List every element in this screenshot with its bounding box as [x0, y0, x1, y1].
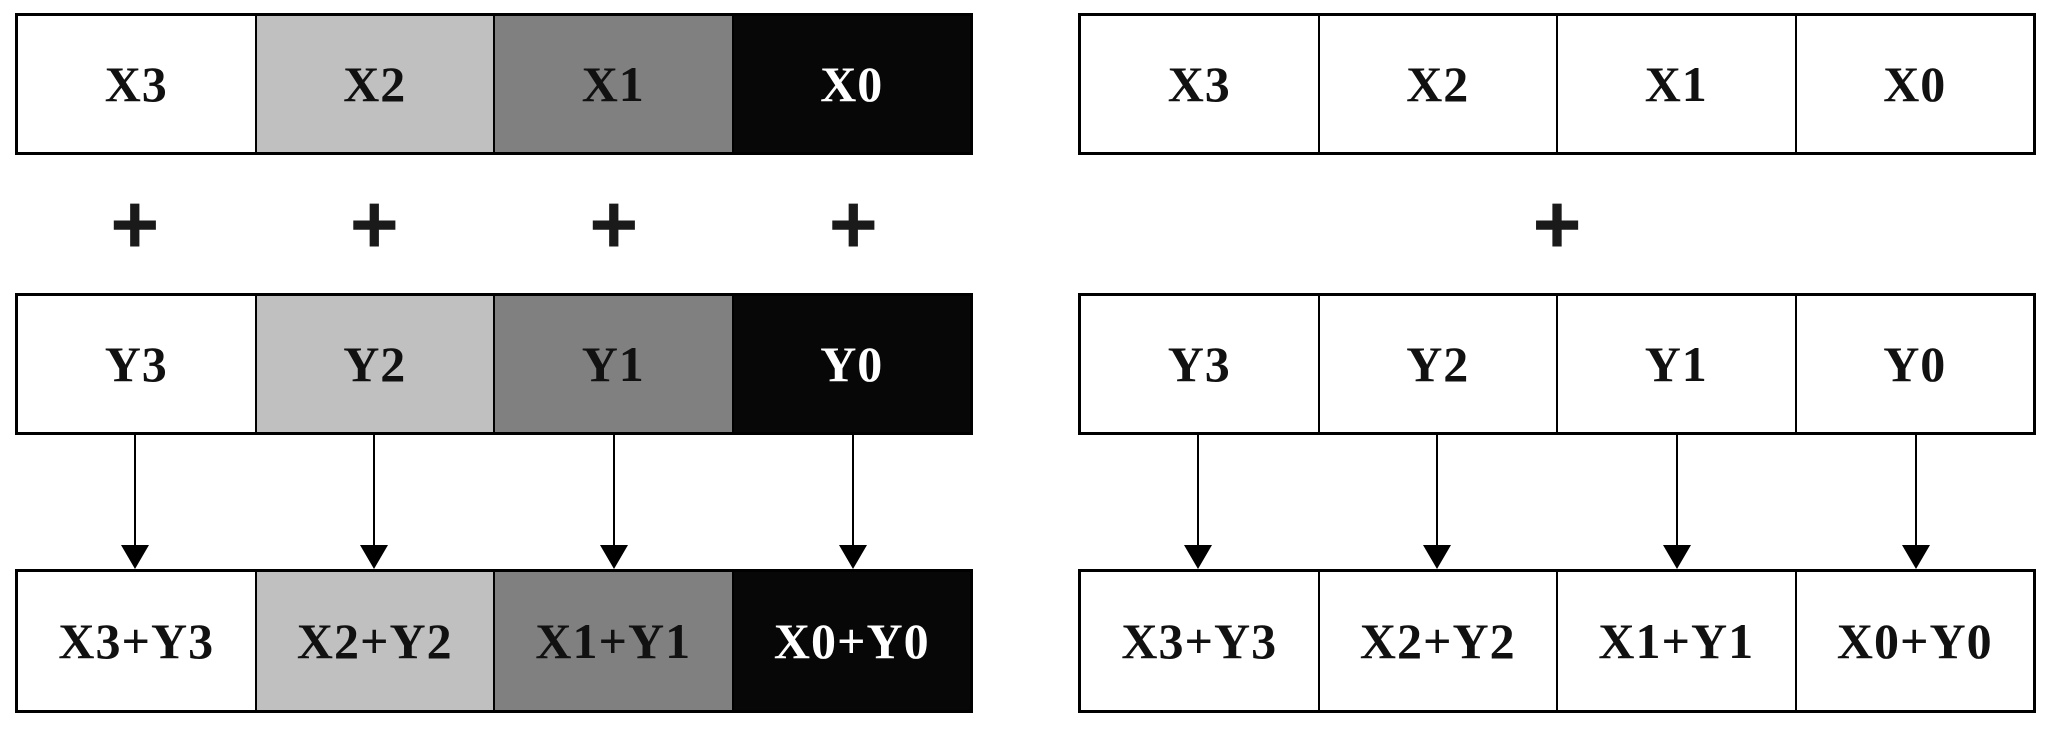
cell-x2-plus-y2: X2+Y2	[1317, 572, 1556, 710]
cell-x3: X3	[1081, 16, 1318, 152]
cell-y0: Y0	[731, 296, 970, 432]
down-arrow-icon	[494, 435, 734, 569]
arrow-shaft	[1436, 435, 1439, 545]
plus-icon: +	[589, 177, 639, 271]
down-arrow-icon	[255, 435, 495, 569]
cell-y2: Y2	[254, 296, 493, 432]
arrow-shaft	[1675, 435, 1678, 545]
cell-x0: X0	[731, 16, 970, 152]
down-arrow-icon	[1557, 435, 1797, 569]
down-arrow-icon	[1318, 435, 1558, 569]
cell-x2: X2	[1317, 16, 1556, 152]
cell-x1: X1	[1556, 16, 1795, 152]
plus-col: +	[1078, 155, 2036, 293]
arrow-head	[1183, 545, 1212, 569]
plus-col: +	[15, 155, 255, 293]
cell-x2-plus-y2: X2+Y2	[254, 572, 493, 710]
cell-y1: Y1	[493, 296, 732, 432]
plus-operator-row-right: +	[1078, 155, 2036, 293]
cell-x3-plus-y3: X3+Y3	[18, 572, 255, 710]
cell-x1: X1	[493, 16, 732, 152]
arrow-head	[120, 545, 149, 569]
down-arrow-icon	[15, 435, 255, 569]
simd-addition-diagram: X3 X2 X1 X0 + + + + Y3 Y2 Y1 Y0	[15, 13, 973, 713]
plus-col: +	[734, 155, 974, 293]
cell-y3: Y3	[1081, 296, 1318, 432]
cell-y0: Y0	[1794, 296, 2033, 432]
arrow-shaft	[133, 435, 136, 545]
plus-icon: +	[1532, 177, 1582, 271]
arrow-head	[360, 545, 389, 569]
down-arrow-icon	[1797, 435, 2037, 569]
arrow-head	[1423, 545, 1452, 569]
cell-x3: X3	[18, 16, 255, 152]
plus-operator-row-left: + + + +	[15, 155, 973, 293]
cell-x1-plus-y1: X1+Y1	[493, 572, 732, 710]
arrow-shaft	[1915, 435, 1918, 545]
plus-icon: +	[110, 177, 160, 271]
plus-col: +	[255, 155, 495, 293]
vector-addition-diagram: X3 X2 X1 X0 + Y3 Y2 Y1 Y0 X3	[1078, 13, 2036, 713]
arrow-head	[839, 545, 868, 569]
y-operand-register-right: Y3 Y2 Y1 Y0	[1078, 293, 2036, 435]
plus-col: +	[494, 155, 734, 293]
arrow-shaft	[852, 435, 855, 545]
x-operand-register-right: X3 X2 X1 X0	[1078, 13, 2036, 155]
arrow-shaft	[612, 435, 615, 545]
cell-x0-plus-y0: X0+Y0	[731, 572, 970, 710]
cell-x2: X2	[254, 16, 493, 152]
arrow-row-right	[1078, 435, 2036, 569]
x-operand-register-left: X3 X2 X1 X0	[15, 13, 973, 155]
plus-icon: +	[349, 177, 399, 271]
cell-x0: X0	[1794, 16, 2033, 152]
arrow-shaft	[1196, 435, 1199, 545]
arrow-head	[1662, 545, 1691, 569]
arrow-shaft	[373, 435, 376, 545]
cell-x0-plus-y0: X0+Y0	[1794, 572, 2033, 710]
plus-icon: +	[828, 177, 878, 271]
cell-x1-plus-y1: X1+Y1	[1556, 572, 1795, 710]
cell-y2: Y2	[1317, 296, 1556, 432]
arrow-head	[1902, 545, 1931, 569]
down-arrow-icon	[734, 435, 974, 569]
result-register-left: X3+Y3 X2+Y2 X1+Y1 X0+Y0	[15, 569, 973, 713]
cell-y3: Y3	[18, 296, 255, 432]
cell-y1: Y1	[1556, 296, 1795, 432]
down-arrow-icon	[1078, 435, 1318, 569]
y-operand-register-left: Y3 Y2 Y1 Y0	[15, 293, 973, 435]
arrow-row-left	[15, 435, 973, 569]
arrow-head	[599, 545, 628, 569]
result-register-right: X3+Y3 X2+Y2 X1+Y1 X0+Y0	[1078, 569, 2036, 713]
cell-x3-plus-y3: X3+Y3	[1081, 572, 1318, 710]
